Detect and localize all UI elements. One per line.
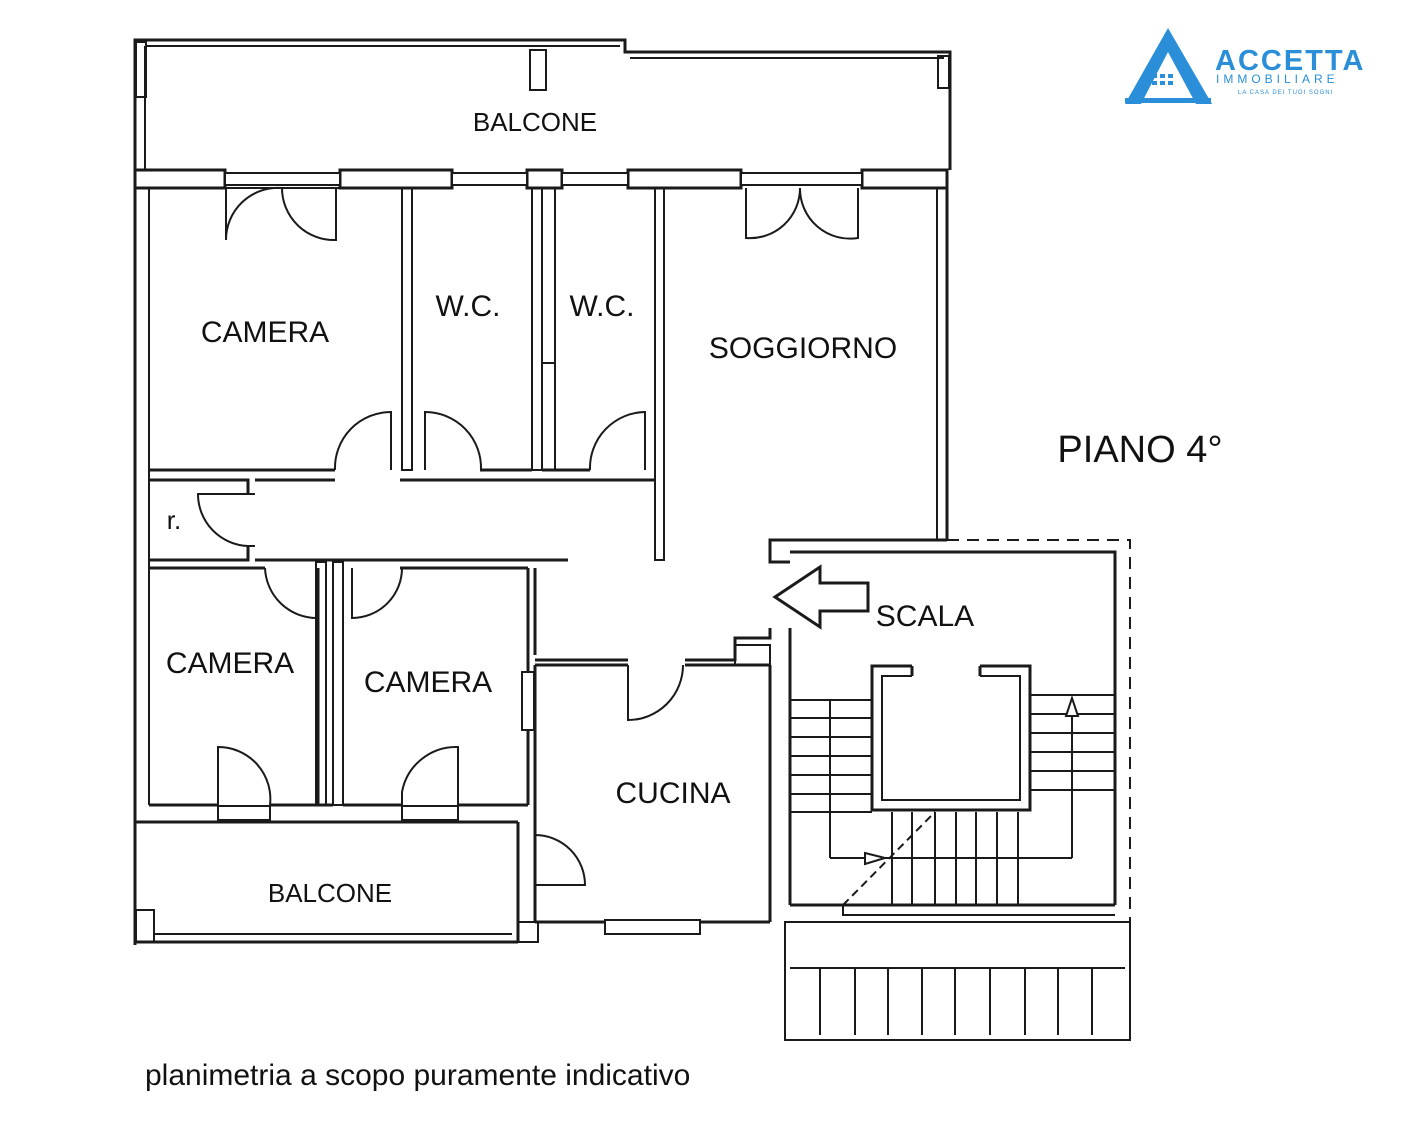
door-swing[interactable]	[401, 745, 459, 805]
room-camera-mid: CAMERA	[332, 561, 535, 821]
stair-steps	[790, 694, 1115, 906]
room-label-ripostiglio: r.	[167, 505, 181, 535]
stairwell: SCALA	[772, 539, 1131, 935]
balcony-top	[133, 38, 952, 170]
room-label-balcone: BALCONE	[268, 878, 392, 908]
door-swing[interactable]	[264, 567, 318, 620]
room-label-camera: CAMERA	[364, 666, 492, 699]
corridor	[255, 558, 772, 662]
stair-landing-railing	[784, 921, 1131, 1041]
window	[740, 172, 863, 186]
door-swing[interactable]	[798, 187, 859, 240]
room-label-soggiorno: SOGGIORNO	[709, 332, 897, 365]
door-swing[interactable]	[351, 567, 403, 620]
balcony-column	[135, 909, 155, 943]
room-label-wc: W.C.	[570, 290, 635, 323]
logo-tagline: LA CASA DEI TUOI SOGNI	[1238, 90, 1333, 96]
door-swing[interactable]	[588, 410, 646, 471]
room-soggiorno: SOGGIORNO	[709, 187, 947, 564]
stair-direction-arrow-icon	[864, 851, 889, 866]
room-cucina: CUCINA	[533, 644, 772, 935]
disclaimer-note: planimetria a scopo puramente indicativo	[145, 1059, 690, 1092]
balcony-column	[529, 49, 547, 91]
room-wc-2: W.C.	[541, 187, 665, 561]
company-logo: ACCETTA IMMOBILIARE LA CASA DEI TUOI SOG…	[1125, 28, 1365, 104]
room-ripostiglio: r.	[149, 478, 655, 562]
room-label-cucina: CUCINA	[615, 777, 730, 810]
window	[217, 805, 271, 821]
balcony-column	[937, 55, 950, 89]
logo-a-icon	[1125, 28, 1212, 104]
door-swing[interactable]	[424, 410, 483, 471]
room-label-scala: SCALA	[876, 600, 974, 633]
window	[451, 172, 528, 186]
room-label-camera: CAMERA	[201, 316, 329, 349]
window	[224, 172, 341, 186]
door-swing[interactable]	[217, 745, 272, 806]
window	[561, 172, 629, 186]
room-label-wc: W.C.	[436, 290, 501, 323]
room-wc-1: W.C.	[424, 187, 543, 472]
room-camera-left: CAMERA	[149, 561, 333, 821]
room-label-balcone: BALCONE	[473, 107, 597, 137]
door-swing[interactable]	[333, 410, 392, 471]
room-label-camera: CAMERA	[166, 647, 294, 680]
entrance-arrow-icon	[772, 564, 870, 630]
door-swing[interactable]	[534, 834, 587, 886]
stair-direction-arrow-icon	[1064, 694, 1080, 717]
logo-name: ACCETTA	[1215, 45, 1365, 77]
balcony-column	[135, 41, 147, 98]
logo-subtitle: IMMOBILIARE	[1216, 72, 1339, 86]
window	[401, 805, 459, 821]
door-swing[interactable]	[745, 187, 802, 240]
balcony-bottom: BALCONE	[135, 820, 539, 944]
room-camera-top: CAMERA	[149, 186, 413, 472]
door-swing[interactable]	[627, 664, 684, 722]
window	[604, 919, 701, 935]
door-swing[interactable]	[281, 187, 337, 242]
door-swing[interactable]	[224, 186, 283, 241]
floor-label: PIANO 4°	[1057, 429, 1222, 471]
door-swing[interactable]	[196, 493, 249, 547]
window	[521, 671, 535, 731]
